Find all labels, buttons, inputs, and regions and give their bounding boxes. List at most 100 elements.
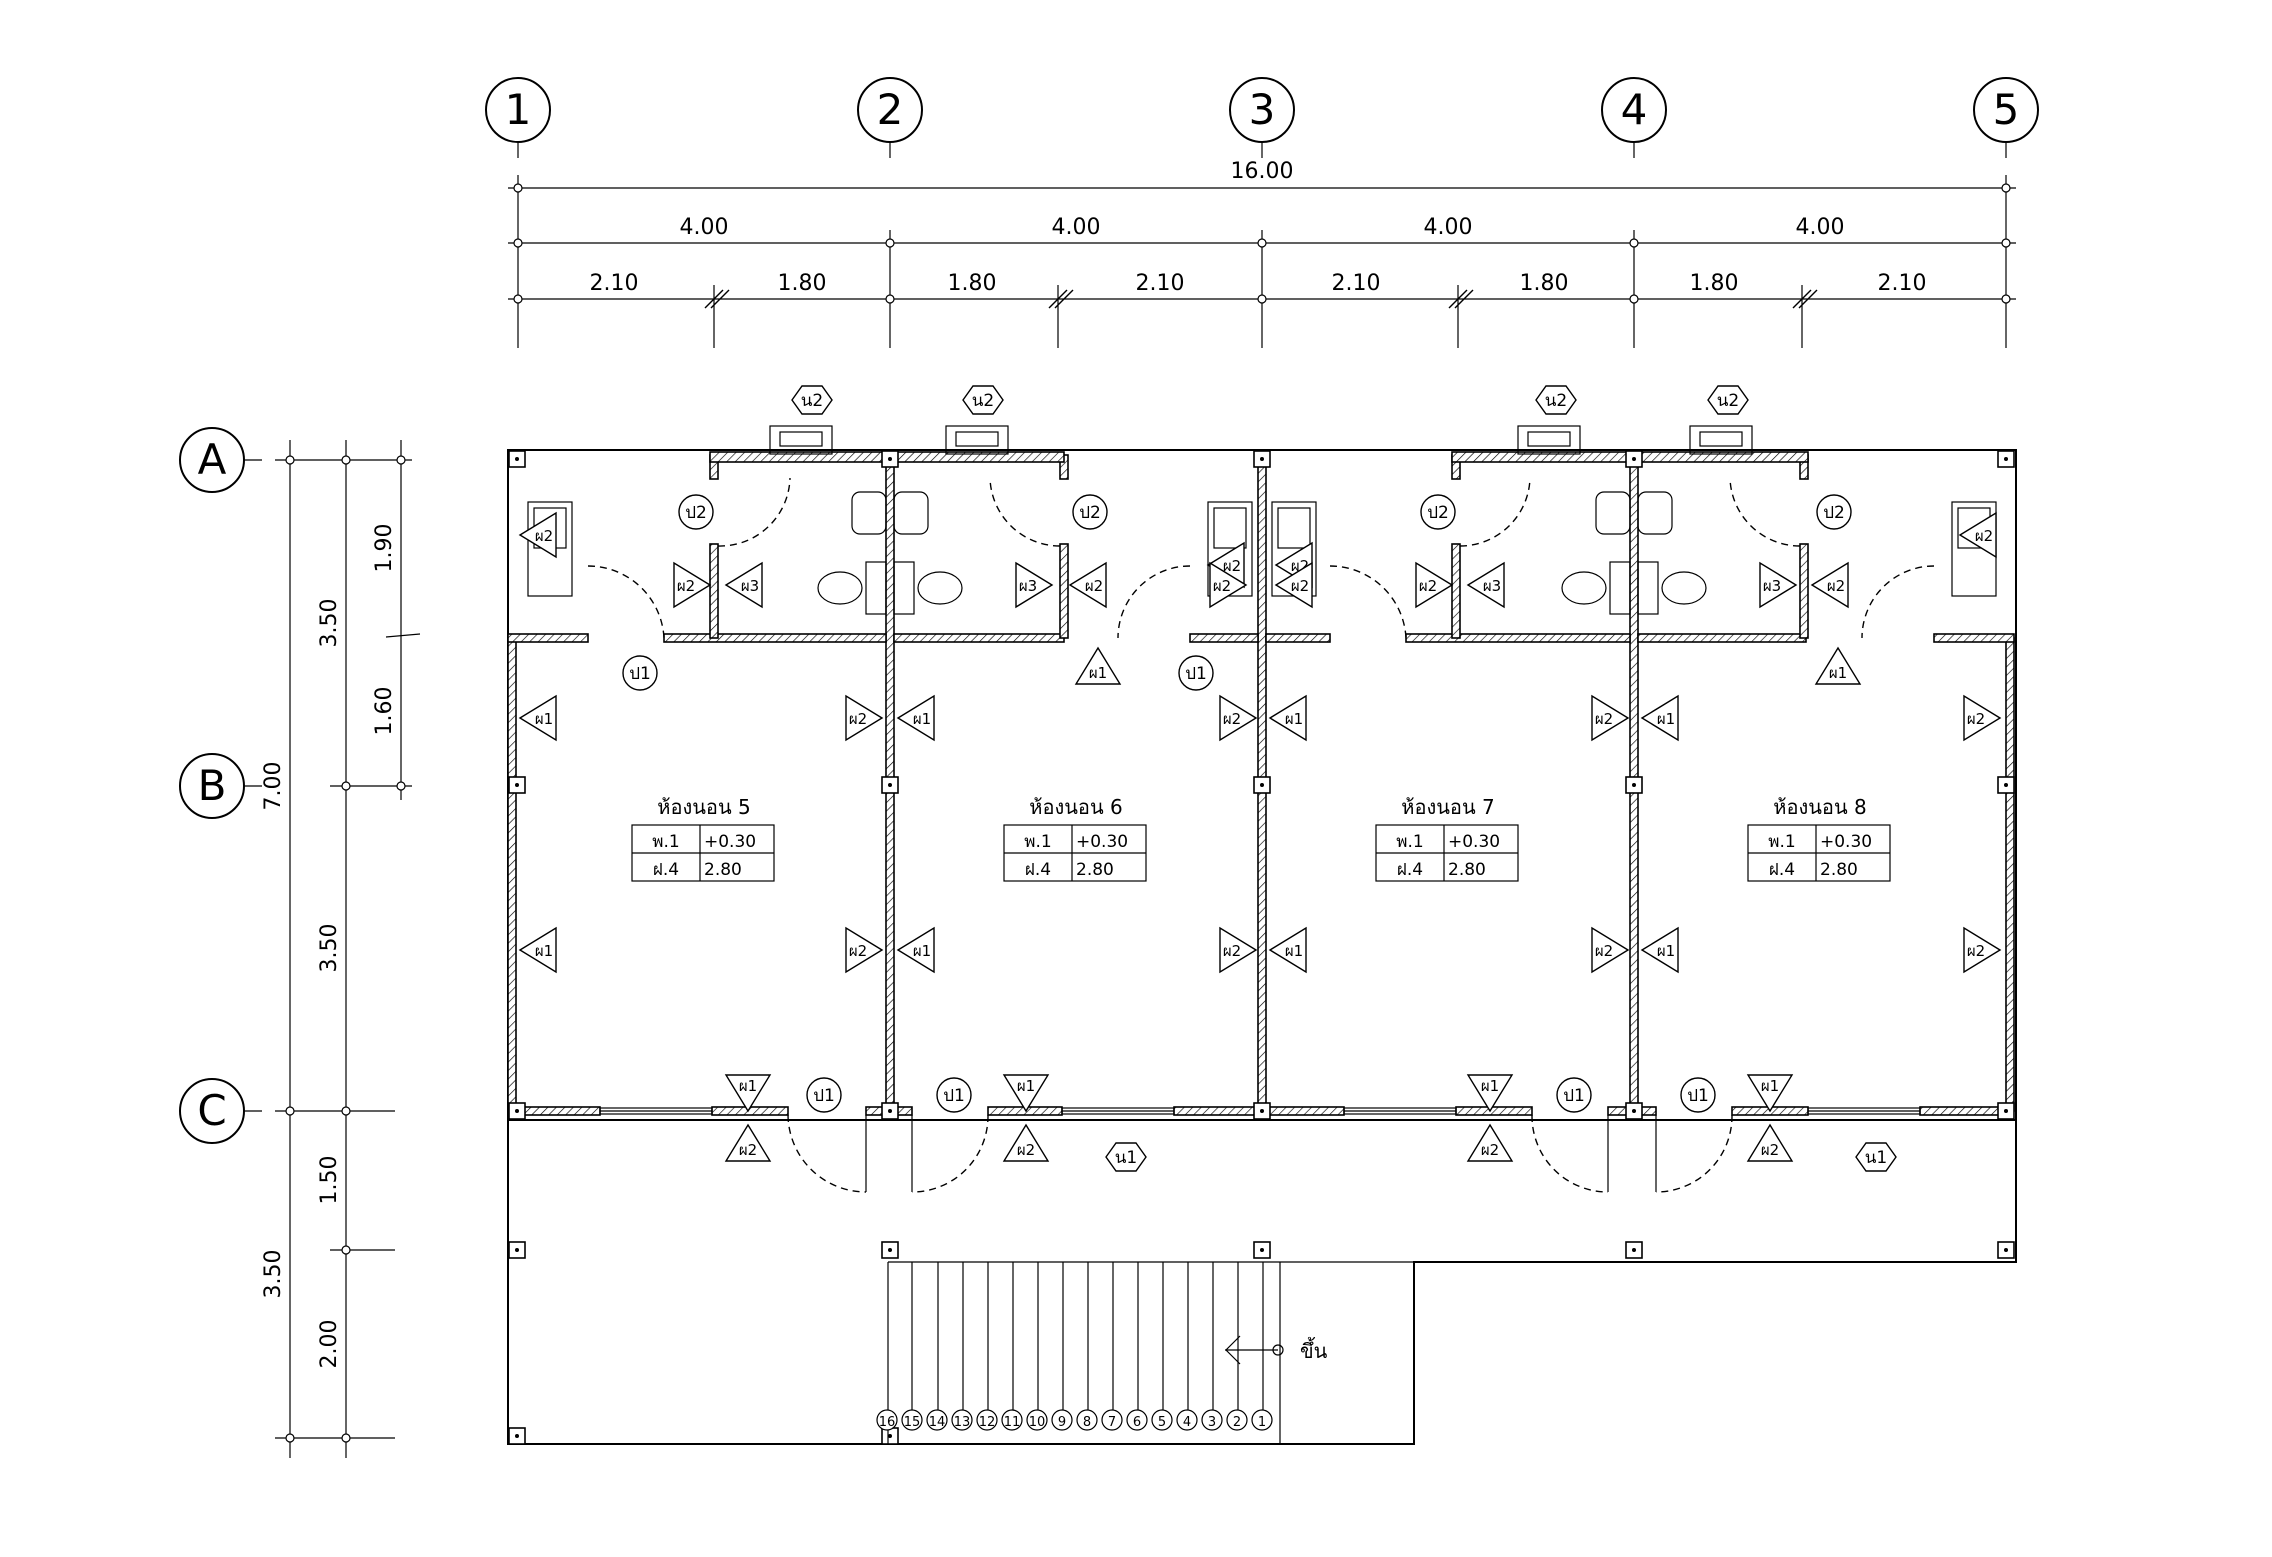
wall-type-tag: ผ2: [845, 694, 884, 742]
grid-bubble-B: B: [179, 753, 262, 819]
svg-text:ผ3: ผ3: [1483, 577, 1501, 595]
stair-up-label: ขึ้น: [1300, 1337, 1328, 1363]
svg-text:ผ1: ผ1: [1017, 1077, 1035, 1095]
wall-type-tag: ผ2: [1219, 926, 1258, 974]
dim-bay: 4.00: [1052, 215, 1101, 240]
svg-text:ผ1: ผ1: [1761, 1077, 1779, 1095]
svg-text:ผ2: ผ2: [1223, 557, 1241, 575]
svg-text:8: 8: [1083, 1415, 1091, 1430]
svg-text:15: 15: [904, 1415, 921, 1430]
svg-text:ผ1: ผ1: [739, 1077, 757, 1095]
wall-type-tag: ผ1: [1268, 926, 1307, 974]
dim-sub: 1.60: [372, 687, 397, 736]
svg-text:พ.1: พ.1: [1024, 832, 1051, 852]
door-tag: ป1: [1556, 1077, 1592, 1113]
dim-bay: 4.00: [1796, 215, 1845, 240]
dim-overall-width: 16.00: [1231, 159, 1294, 184]
svg-text:ผ2: ผ2: [1223, 710, 1241, 728]
svg-text:+0.30: +0.30: [704, 832, 756, 852]
dim-sub: 2.10: [1332, 271, 1381, 296]
dim-bay: 4.00: [1424, 215, 1473, 240]
stair-step-number: 3: [1201, 1409, 1223, 1431]
wall-type-tag: ผ2: [1958, 511, 1997, 559]
svg-text:2.80: 2.80: [1076, 860, 1114, 880]
dim-sub: 1.50: [317, 1156, 342, 1205]
svg-text:ผ2: ผ2: [1595, 942, 1613, 960]
wall-type-tag: ผ2: [1963, 694, 2002, 742]
bathroom-fixtures: [527, 425, 1997, 615]
wall-type-tag: ผ2: [724, 1123, 772, 1162]
dim-sub: 2.00: [317, 1320, 342, 1369]
wall-type-tag: ผ1: [1746, 1074, 1794, 1113]
svg-text:ผ1: ผ1: [1481, 1077, 1499, 1095]
svg-text:6: 6: [1133, 1415, 1141, 1430]
wall-type-tag: ผ2: [1963, 926, 2002, 974]
svg-text:1: 1: [505, 85, 532, 134]
grid-row-bubbles: A B C: [179, 427, 262, 1144]
grid-bubble-A: A: [179, 427, 262, 493]
wall-type-tag: ผ1: [1640, 694, 1679, 742]
dim-sub: 1.80: [1520, 271, 1569, 296]
svg-text:ป1: ป1: [813, 1086, 835, 1106]
svg-text:ผ2: ผ2: [1419, 577, 1437, 595]
svg-text:2.80: 2.80: [704, 860, 742, 880]
stair-step-number: 16: [876, 1409, 898, 1431]
svg-text:ผ2: ผ2: [1085, 577, 1103, 595]
wall-type-tag: ผ2: [673, 561, 712, 609]
svg-text:12: 12: [979, 1415, 996, 1430]
svg-text:14: 14: [929, 1415, 946, 1430]
svg-text:+0.30: +0.30: [1448, 832, 1500, 852]
svg-text:16: 16: [879, 1415, 896, 1430]
svg-text:น1: น1: [1865, 1148, 1887, 1168]
svg-text:4: 4: [1621, 85, 1648, 134]
svg-text:2: 2: [1233, 1415, 1241, 1430]
svg-text:น2: น2: [972, 391, 994, 411]
svg-text:ผ2: ผ2: [1827, 577, 1845, 595]
svg-text:พ.1: พ.1: [652, 832, 679, 852]
svg-text:ผ3: ผ3: [1019, 577, 1037, 595]
stair-step-number: 2: [1226, 1409, 1248, 1431]
wall-type-tag: ผ2: [1219, 694, 1258, 742]
window-tag: น1: [1855, 1142, 1897, 1172]
room-6: ห้องนอน 6 พ.1 +0.30 ฝ.4 2.80: [1003, 795, 1147, 882]
grid-bubble-2: 2: [857, 77, 923, 158]
room-7: ห้องนอน 7 พ.1 +0.30 ฝ.4 2.80: [1375, 795, 1519, 882]
grid-bubble-5: 5: [1973, 77, 2039, 158]
stair-step-number: 6: [1126, 1409, 1148, 1431]
room-name: ห้องนอน 5: [657, 795, 750, 819]
wall-type-tag: ผ2: [518, 511, 557, 559]
svg-text:ผ2: ผ2: [1481, 1141, 1499, 1159]
svg-text:1: 1: [1258, 1415, 1266, 1430]
svg-text:ผ2: ผ2: [1967, 942, 1985, 960]
room-name: ห้องนอน 8: [1773, 795, 1866, 819]
stair-step-number: 1: [1251, 1409, 1273, 1431]
stair-step-number: 9: [1051, 1409, 1073, 1431]
svg-text:ผ1: ผ1: [913, 710, 931, 728]
svg-text:ผ2: ผ2: [849, 942, 867, 960]
wall-type-tag: ผ1: [1002, 1074, 1050, 1113]
wall-type-tag: ผ1: [518, 694, 557, 742]
door-tag: ป1: [1178, 655, 1214, 691]
room-8: ห้องนอน 8 พ.1 +0.30 ฝ.4 2.80: [1747, 795, 1891, 882]
stair-step-number: 13: [951, 1409, 973, 1431]
svg-text:ผ3: ผ3: [741, 577, 759, 595]
svg-text:ผ1: ผ1: [1657, 710, 1675, 728]
svg-text:4: 4: [1183, 1415, 1191, 1430]
dim-sub: 2.10: [1136, 271, 1185, 296]
grid-column-bubbles: 1 2 3 4 5: [485, 77, 2039, 158]
dim-row: 3.50: [317, 599, 342, 648]
svg-text:ผ2: ผ2: [849, 710, 867, 728]
svg-text:พ.1: พ.1: [1396, 832, 1423, 852]
svg-text:2.80: 2.80: [1820, 860, 1858, 880]
svg-text:ฝ.4: ฝ.4: [653, 860, 679, 880]
door-tag: ป1: [936, 1077, 972, 1113]
svg-text:5: 5: [1158, 1415, 1166, 1430]
wall-type-tag: ผ2: [1591, 926, 1630, 974]
svg-text:2: 2: [877, 85, 904, 134]
wall-type-tag: ผ1: [1268, 694, 1307, 742]
room-name: ห้องนอน 6: [1029, 795, 1122, 819]
window-tag: น1: [1105, 1142, 1147, 1172]
grid-bubble-C: C: [179, 1078, 262, 1144]
grid-bubble-4: 4: [1601, 77, 1667, 158]
